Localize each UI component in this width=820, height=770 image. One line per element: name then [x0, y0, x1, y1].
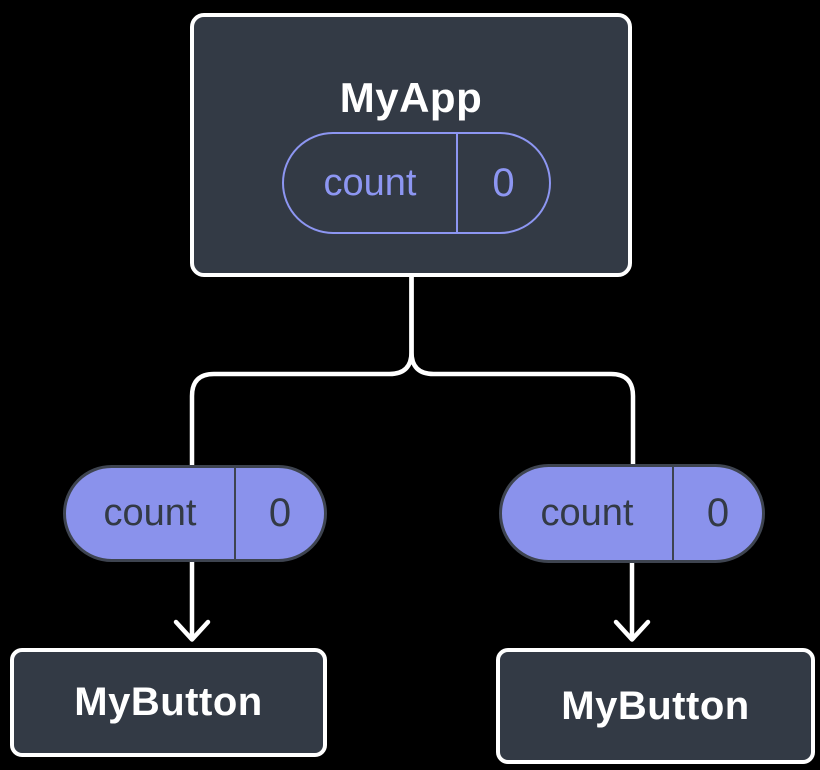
- right-child-component-title: MyButton: [561, 683, 750, 728]
- connector-root-to-right-pill: [409, 269, 636, 470]
- root-state-pill: count 0: [282, 132, 551, 234]
- left-prop-value: 0: [234, 468, 324, 559]
- connector-root-to-left-pill: [189, 269, 414, 471]
- root-state-name: count: [323, 161, 417, 204]
- left-child-component-title: MyButton: [74, 680, 263, 724]
- right-prop-pill: count 0: [499, 464, 765, 563]
- root-state-value: 0: [456, 134, 549, 232]
- root-component-title: MyApp: [339, 74, 483, 121]
- left-prop-pill: count 0: [63, 465, 327, 562]
- left-child-component-box: MyButton: [10, 648, 327, 757]
- arrow-right-pill-to-button-head: [613, 619, 651, 642]
- right-child-component-box: MyButton: [496, 648, 815, 764]
- root-component-box: MyApp count 0: [190, 13, 632, 277]
- left-prop-name: count: [103, 492, 197, 534]
- arrow-left-pill-to-button-head: [173, 619, 211, 642]
- right-prop-value: 0: [672, 467, 762, 560]
- right-prop-name: count: [540, 492, 634, 534]
